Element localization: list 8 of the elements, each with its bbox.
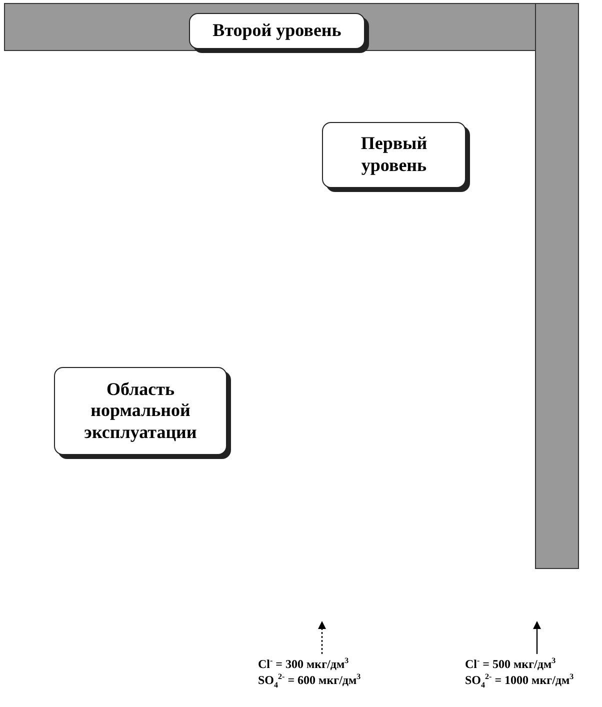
- arrow: [533, 621, 541, 654]
- vertical-band: [535, 3, 579, 569]
- formula-text: SO$_{4}$$^{2-}$ = 1000 мкг/дм$^{3}$: [465, 672, 574, 692]
- formula-text: SO$_{4}$$^{2-}$ = 600 мкг/дм$^{3}$: [258, 672, 361, 692]
- formula-text: Cl$^{-}$ = 500 мкг/дм$^{3}$: [465, 656, 557, 672]
- horizontal-band: [4, 3, 537, 51]
- arrow: [318, 621, 326, 654]
- formula-text: Cl$^{-}$ = 300 мкг/дм$^{3}$: [258, 656, 350, 672]
